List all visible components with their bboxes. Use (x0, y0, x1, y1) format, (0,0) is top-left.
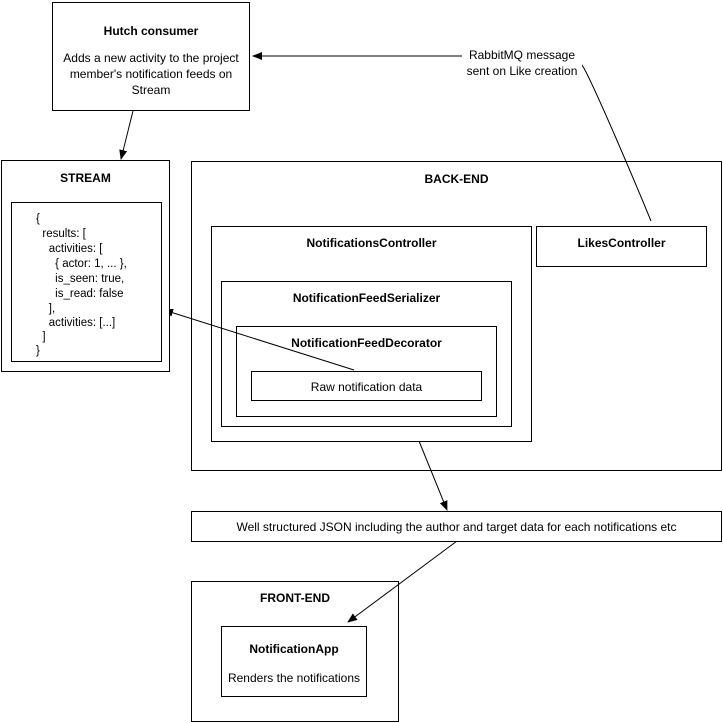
frontend-title: FRONT-END (260, 591, 330, 605)
notifications-controller-title: NotificationsController (306, 236, 437, 250)
hutch-description-line: Stream (131, 83, 171, 97)
json-line: { (36, 213, 40, 225)
backend-box: BACK-END (191, 161, 722, 471)
stream-title: STREAM (60, 171, 111, 185)
json-output-label: Well structured JSON including the autho… (236, 520, 677, 534)
notification-feed-serializer-box: NotificationFeedSerializer (221, 281, 512, 427)
notification-feed-serializer-title: NotificationFeedSerializer (292, 291, 441, 305)
json-line: is_read: false (36, 288, 124, 300)
arrow-json-to-app (347, 540, 458, 623)
stream-box: STREAM { results: [ activities: [ { acto… (1, 160, 170, 372)
json-line: ] (36, 331, 46, 343)
json-line: } (36, 345, 40, 357)
json-line: { actor: 1, ... }, (36, 258, 127, 270)
notification-app-description: Renders the notifications (227, 671, 361, 685)
rabbitmq-label-line: RabbitMQ message (468, 48, 576, 62)
notifications-controller-box: NotificationsController (211, 226, 532, 442)
json-line: is_seen: true, (36, 273, 125, 285)
json-output-box: Well structured JSON including the autho… (191, 511, 722, 542)
rabbitmq-message-label: RabbitMQ message sent on Like creation (462, 47, 582, 79)
backend-title: BACK-END (424, 172, 489, 186)
arrow-raw-to-stream (163, 308, 355, 371)
json-line: activities: [...] (36, 317, 116, 329)
hutch-consumer-box: Hutch consumer Adds a new activity to th… (52, 2, 250, 111)
arrow-backend-to-json (418, 440, 448, 511)
hutch-description-line: Adds a new activity to the project (63, 51, 239, 65)
notification-feed-decorator-box: NotificationFeedDecorator (236, 326, 497, 417)
rabbitmq-label-line: sent on Like creation (466, 64, 578, 78)
notification-feed-decorator-title: NotificationFeedDecorator (291, 336, 442, 350)
stream-json-box: { results: [ activities: [ { actor: 1, .… (11, 202, 162, 362)
notification-app-title: NotificationApp (249, 642, 339, 656)
arrow-hutch-to-stream (119, 110, 134, 160)
hutch-consumer-title: Hutch consumer (103, 24, 199, 38)
hutch-consumer-description: Adds a new activity to the project membe… (53, 50, 249, 98)
json-line: ], (36, 303, 56, 315)
likes-controller-box: LikesController (536, 226, 707, 267)
frontend-box: FRONT-END (191, 581, 399, 722)
json-line: results: [ (36, 228, 86, 240)
raw-notification-data-label: Raw notification data (310, 380, 423, 394)
hutch-description-line: member's notification feeds on (69, 67, 233, 81)
json-line: activities: [ (36, 243, 103, 255)
notification-app-box: NotificationApp Renders the notification… (221, 626, 367, 697)
raw-notification-data-box: Raw notification data (251, 371, 482, 401)
likes-controller-title: LikesController (577, 236, 666, 250)
